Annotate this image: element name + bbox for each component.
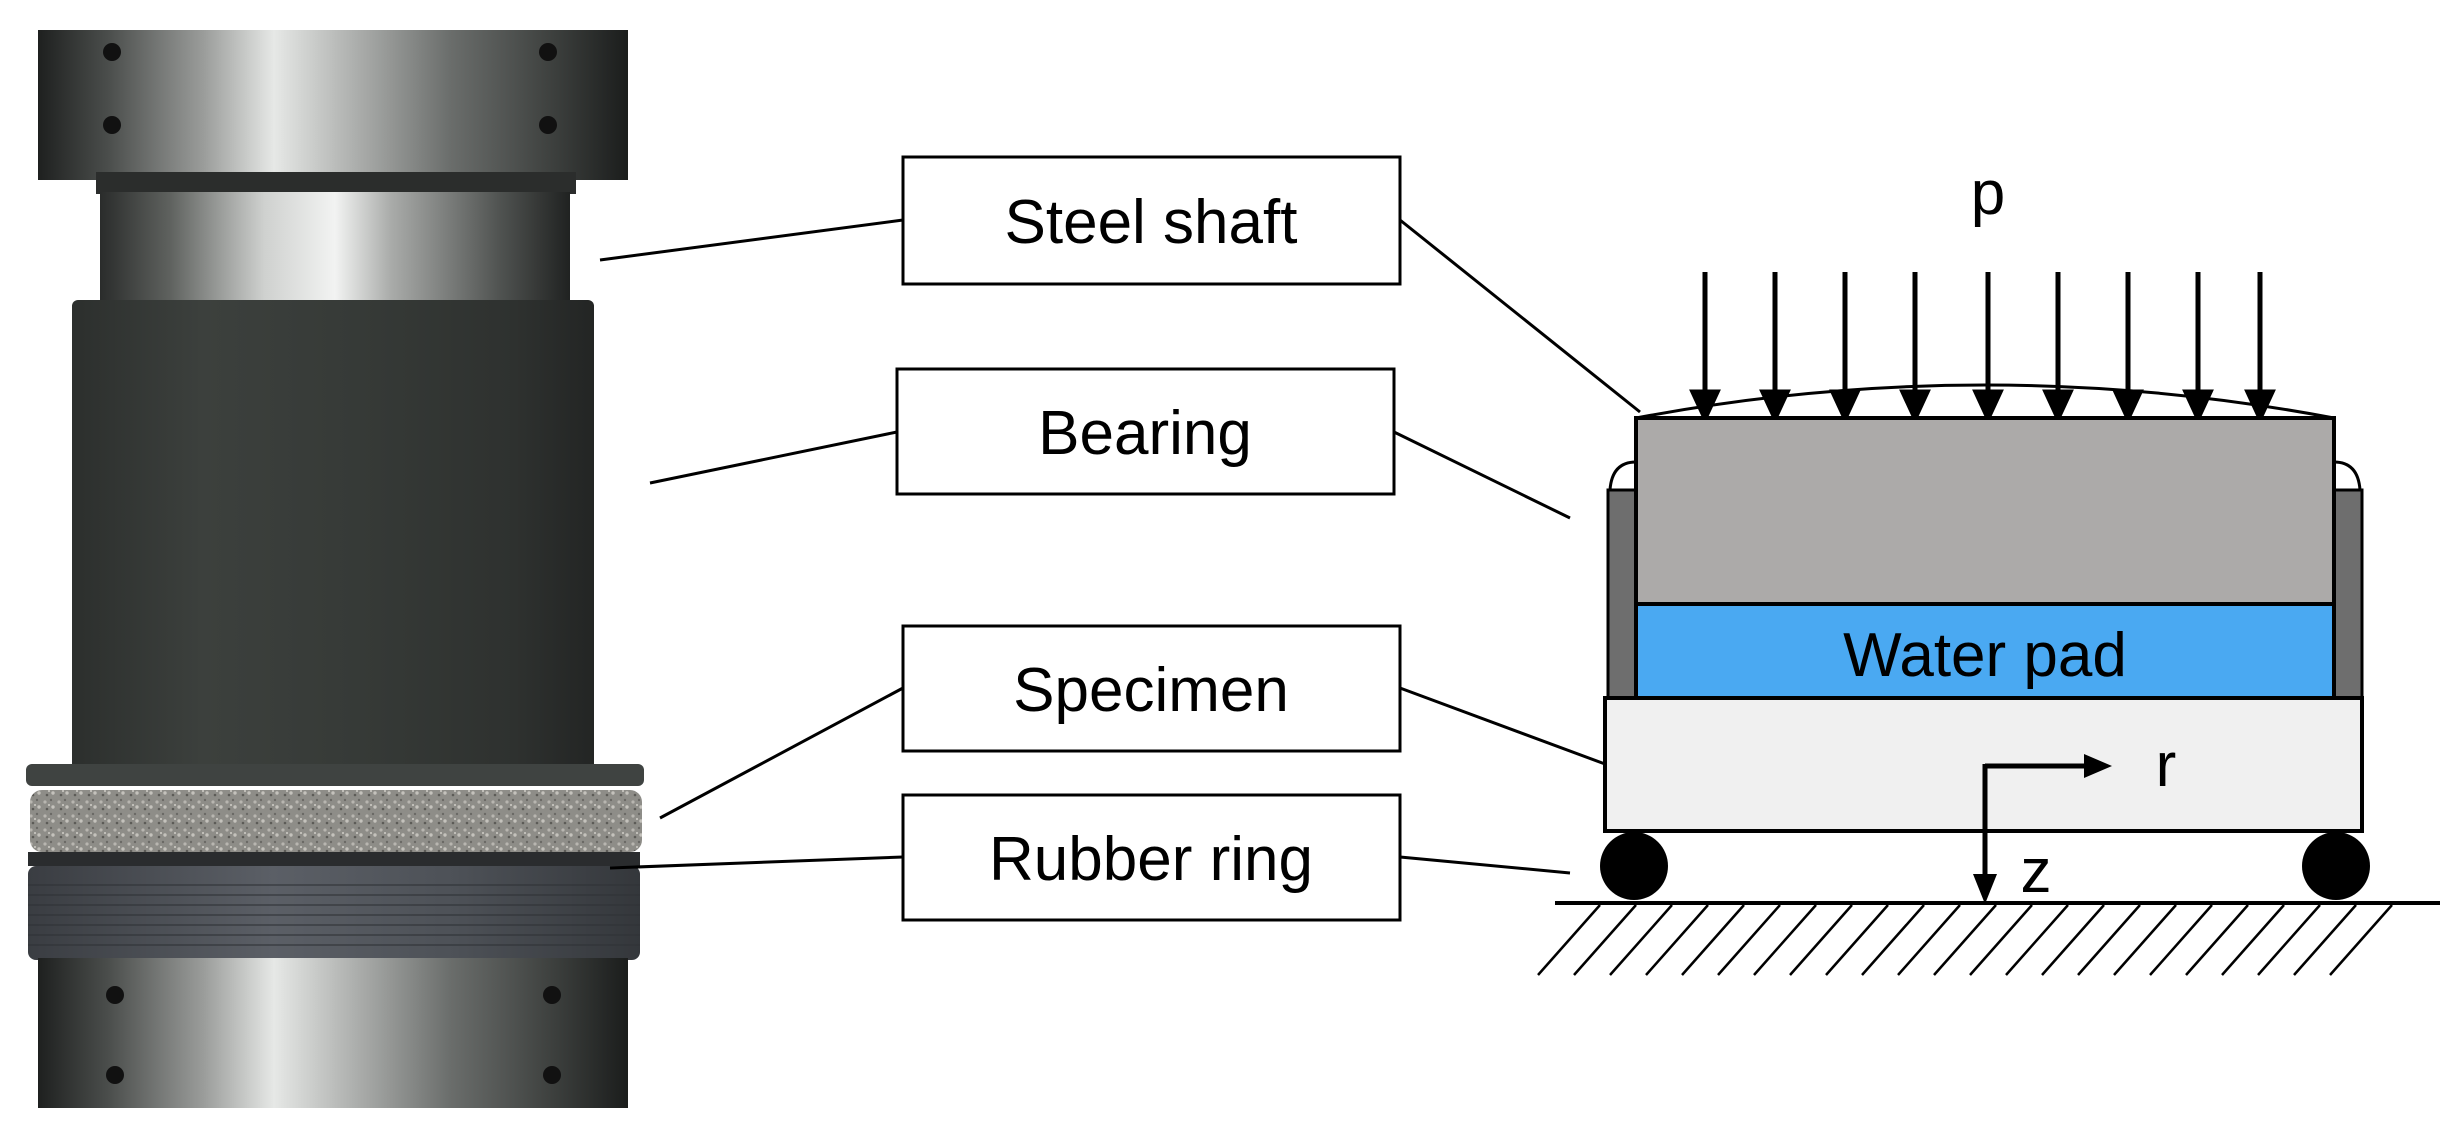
hatch-line: [2149, 904, 2213, 976]
label-box: [901, 155, 1402, 286]
r-axis-arrowhead: [2084, 754, 2112, 778]
membrane-curl-right: [2333, 460, 2362, 491]
bolt-hole: [103, 43, 121, 61]
leader-specimen-photo: [659, 686, 904, 820]
ground-hatching: [1537, 904, 2393, 976]
hatch-line: [1537, 904, 1601, 976]
steel-shaft-block: [1634, 416, 2336, 606]
hatch-line: [2077, 904, 2141, 976]
hatch-line: [1825, 904, 1889, 976]
pressure-arrow: [1972, 272, 2004, 424]
hatch-line: [1933, 904, 1997, 976]
leader-steel-shaft-schematic: [1399, 218, 1641, 414]
hatch-line: [1645, 904, 1709, 976]
test-setup-photo: [26, 30, 644, 1108]
hatch-line: [2293, 904, 2357, 976]
bearing-cylinder: [72, 300, 594, 770]
hatch-line: [1861, 904, 1925, 976]
support-roller-right: [2302, 832, 2370, 900]
side-wall-left: [1606, 488, 1638, 700]
pressure-arrow: [1899, 272, 1931, 424]
label-box: [901, 793, 1402, 922]
hatch-line: [2257, 904, 2321, 976]
steel-shaft: [100, 192, 570, 310]
shaft-collar: [96, 172, 576, 194]
z-axis-arrowhead: [1973, 874, 1997, 904]
pressure-arrow: [1689, 272, 1721, 424]
label-specimen-text: Specimen: [1013, 656, 1289, 725]
hatch-line: [1969, 904, 2033, 976]
hatch-line: [2113, 904, 2177, 976]
top-steel-block: [38, 30, 628, 180]
leader-rubber-ring-schematic: [1399, 855, 1571, 875]
label-steel-shaft: Steel shaft: [901, 155, 1402, 286]
label-rubber-ring: Rubber ring: [901, 793, 1402, 922]
hatch-line: [1717, 904, 1781, 976]
water-pad-label: Water pad: [1843, 621, 2127, 690]
membrane-curl-left: [1608, 460, 1637, 491]
hatch-line: [2185, 904, 2249, 976]
bolt-hole: [106, 1066, 124, 1084]
bolt-hole: [543, 1066, 561, 1084]
bolt-hole: [103, 116, 121, 134]
side-wall-right: [2332, 488, 2364, 700]
coordinate-axes: [1973, 754, 2112, 904]
leader-specimen-schematic: [1399, 686, 1606, 766]
hatch-line: [2221, 904, 2285, 976]
rubber-ridges: [28, 876, 640, 952]
rubber-ring-photo: [28, 852, 640, 866]
hatch-line: [2041, 904, 2105, 976]
bolt-hole: [539, 43, 557, 61]
label-bearing: Bearing: [895, 367, 1396, 496]
leader-rubber-ring-photo: [609, 855, 904, 870]
leader-bearing-schematic: [1393, 430, 1571, 520]
label-steel-shaft-text: Steel shaft: [1005, 188, 1298, 257]
bearing-flange: [26, 764, 644, 786]
support-roller-left: [1600, 832, 1668, 900]
load-distribution-curve: [1635, 383, 2335, 420]
hatch-line: [1789, 904, 1853, 976]
specimen-photo: [30, 790, 642, 852]
bolt-hole: [539, 116, 557, 134]
leader-bearing-photo: [649, 430, 898, 485]
hatch-line: [2329, 904, 2393, 976]
pressure-arrow: [2042, 272, 2074, 424]
label-rubber-ring-text: Rubber ring: [989, 825, 1313, 894]
label-bearing-text: Bearing: [1038, 399, 1252, 468]
pressure-arrow: [1829, 272, 1861, 424]
hatch-line: [1681, 904, 1745, 976]
bolt-hole: [106, 986, 124, 1004]
pressure-arrow: [2112, 272, 2144, 424]
bottom-steel-block: [38, 958, 628, 1108]
hatch-line: [1573, 904, 1637, 976]
schematic: p Water pad: [1537, 159, 2440, 976]
hatch-line: [1897, 904, 1961, 976]
label-box: [895, 367, 1396, 496]
leader-lines: [599, 218, 1641, 875]
axis-r-label: r: [2156, 731, 2177, 800]
water-pad: [1634, 602, 2336, 700]
pressure-arrow: [2244, 272, 2276, 424]
label-box: [901, 624, 1402, 753]
hatch-line: [1753, 904, 1817, 976]
hatch-line: [1609, 904, 1673, 976]
bolt-hole: [543, 986, 561, 1004]
hatch-line: [2005, 904, 2069, 976]
load-symbol-p: p: [1971, 159, 2005, 228]
label-specimen: Specimen: [901, 624, 1402, 753]
axis-z-label: z: [2021, 837, 2052, 906]
leader-steel-shaft-photo: [599, 218, 904, 262]
